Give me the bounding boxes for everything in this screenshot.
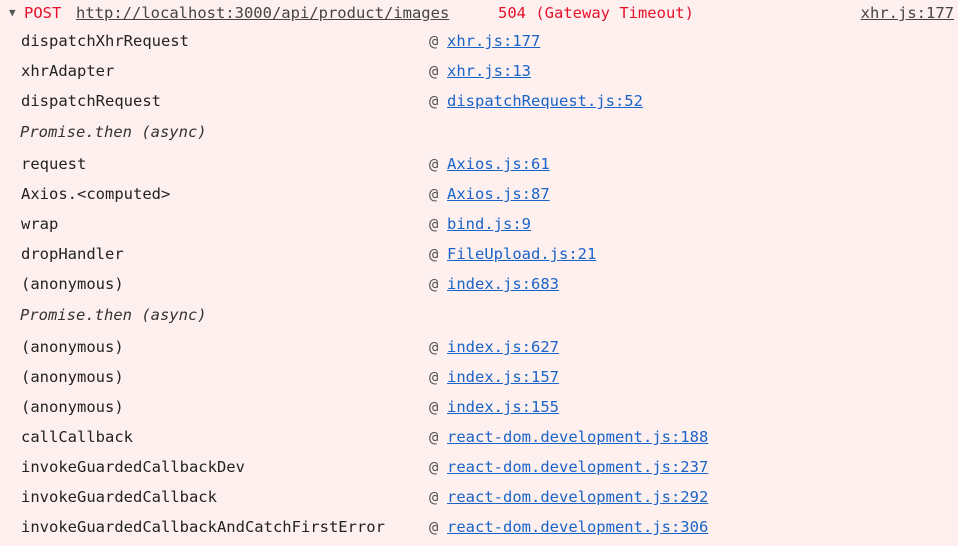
stack-frame: dispatchXhrRequest @ xhr.js:177 — [0, 26, 958, 56]
at-symbol: @ — [429, 458, 439, 476]
stack-frame: invokeGuardedCallbackDev @ react-dom.devel… — [0, 452, 958, 482]
request-url-link[interactable]: http://localhost:3000/api/product/images — [76, 4, 450, 22]
function-name: wrap — [21, 215, 59, 233]
source-location-link[interactable]: Axios.js:61 — [447, 155, 550, 173]
function-name: request — [21, 155, 87, 173]
at-symbol: @ — [429, 428, 439, 446]
at-symbol: @ — [429, 338, 439, 356]
source-location-link[interactable]: react-dom.development.js:292 — [447, 488, 709, 506]
source-location-link[interactable]: index.js:155 — [447, 398, 559, 416]
stack-frame: request @ Axios.js:61 — [0, 149, 958, 179]
stack-trace: dispatchXhrRequest @ xhr.js:177 xhrAdapter @… — [0, 26, 958, 542]
stack-frame: (anonymous) @ index.js:157 — [0, 362, 958, 392]
source-location-link[interactable]: react-dom.development.js:188 — [447, 428, 709, 446]
source-location-link[interactable]: react-dom.development.js:237 — [447, 458, 709, 476]
function-name: dropHandler — [21, 245, 124, 263]
function-name: xhrAdapter — [21, 62, 115, 80]
at-symbol: @ — [429, 275, 439, 293]
function-name: (anonymous) — [21, 368, 124, 386]
function-name: invokeGuardedCallback — [21, 488, 217, 506]
function-name: dispatchXhrRequest — [21, 32, 189, 50]
stack-frame: dropHandler @ FileUpload.js:21 — [0, 239, 958, 269]
function-name: invokeGuardedCallbackDev — [21, 458, 245, 476]
async-separator: Promise.then (async) — [0, 116, 958, 149]
stack-frame: Axios.<computed> @ Axios.js:87 — [0, 179, 958, 209]
at-symbol: @ — [429, 185, 439, 203]
async-separator: Promise.then (async) — [0, 299, 958, 332]
at-symbol: @ — [429, 368, 439, 386]
source-location-link[interactable]: react-dom.development.js:306 — [447, 518, 709, 536]
error-header[interactable]: ▼ POST http://localhost:3000/api/product… — [0, 0, 958, 26]
source-location-link[interactable]: dispatchRequest.js:52 — [447, 92, 643, 110]
source-location-link[interactable]: xhr.js:177 — [447, 32, 541, 50]
stack-frame: (anonymous) @ index.js:627 — [0, 332, 958, 362]
stack-frame: callCallback @ react-dom.development.js:18… — [0, 422, 958, 452]
source-location-link[interactable]: index.js:157 — [447, 368, 559, 386]
at-symbol: @ — [429, 245, 439, 263]
source-location-link[interactable]: bind.js:9 — [447, 215, 531, 233]
function-name: invokeGuardedCallbackAndCatchFirstError — [21, 518, 385, 536]
stack-frame: (anonymous) @ index.js:155 — [0, 392, 958, 422]
source-location-link[interactable]: xhr.js:177 — [860, 4, 954, 22]
function-name: (anonymous) — [21, 275, 124, 293]
collapse-triangle-icon[interactable]: ▼ — [9, 6, 16, 19]
function-name: (anonymous) — [21, 398, 124, 416]
at-symbol: @ — [429, 518, 439, 536]
stack-frame: wrap @ bind.js:9 — [0, 209, 958, 239]
source-location-link[interactable]: index.js:627 — [447, 338, 559, 356]
source-location-link[interactable]: xhr.js:13 — [447, 62, 531, 80]
async-label: Promise.then (async) — [20, 306, 207, 324]
source-location-link[interactable]: index.js:683 — [447, 275, 559, 293]
function-name: Axios.<computed> — [21, 185, 171, 203]
function-name: callCallback — [21, 428, 133, 446]
at-symbol: @ — [429, 155, 439, 173]
stack-frame: dispatchRequest @ dispatchRequest.js:52 — [0, 86, 958, 116]
stack-frame: xhrAdapter @ xhr.js:13 — [0, 56, 958, 86]
function-name: dispatchRequest — [21, 92, 161, 110]
status-text: 504 (Gateway Timeout) — [498, 4, 694, 22]
stack-frame: invokeGuardedCallbackAndCatchFirstError @… — [0, 512, 958, 542]
source-location-link[interactable]: FileUpload.js:21 — [447, 245, 597, 263]
at-symbol: @ — [429, 398, 439, 416]
at-symbol: @ — [429, 215, 439, 233]
stack-frame: invokeGuardedCallback @ react-dom.developm… — [0, 482, 958, 512]
at-symbol: @ — [429, 62, 439, 80]
stack-frame: (anonymous) @ index.js:683 — [0, 269, 958, 299]
at-symbol: @ — [429, 92, 439, 110]
async-label: Promise.then (async) — [20, 123, 207, 141]
http-method: POST — [24, 4, 62, 22]
at-symbol: @ — [429, 32, 439, 50]
at-symbol: @ — [429, 488, 439, 506]
function-name: (anonymous) — [21, 338, 124, 356]
source-location-link[interactable]: Axios.js:87 — [447, 185, 550, 203]
